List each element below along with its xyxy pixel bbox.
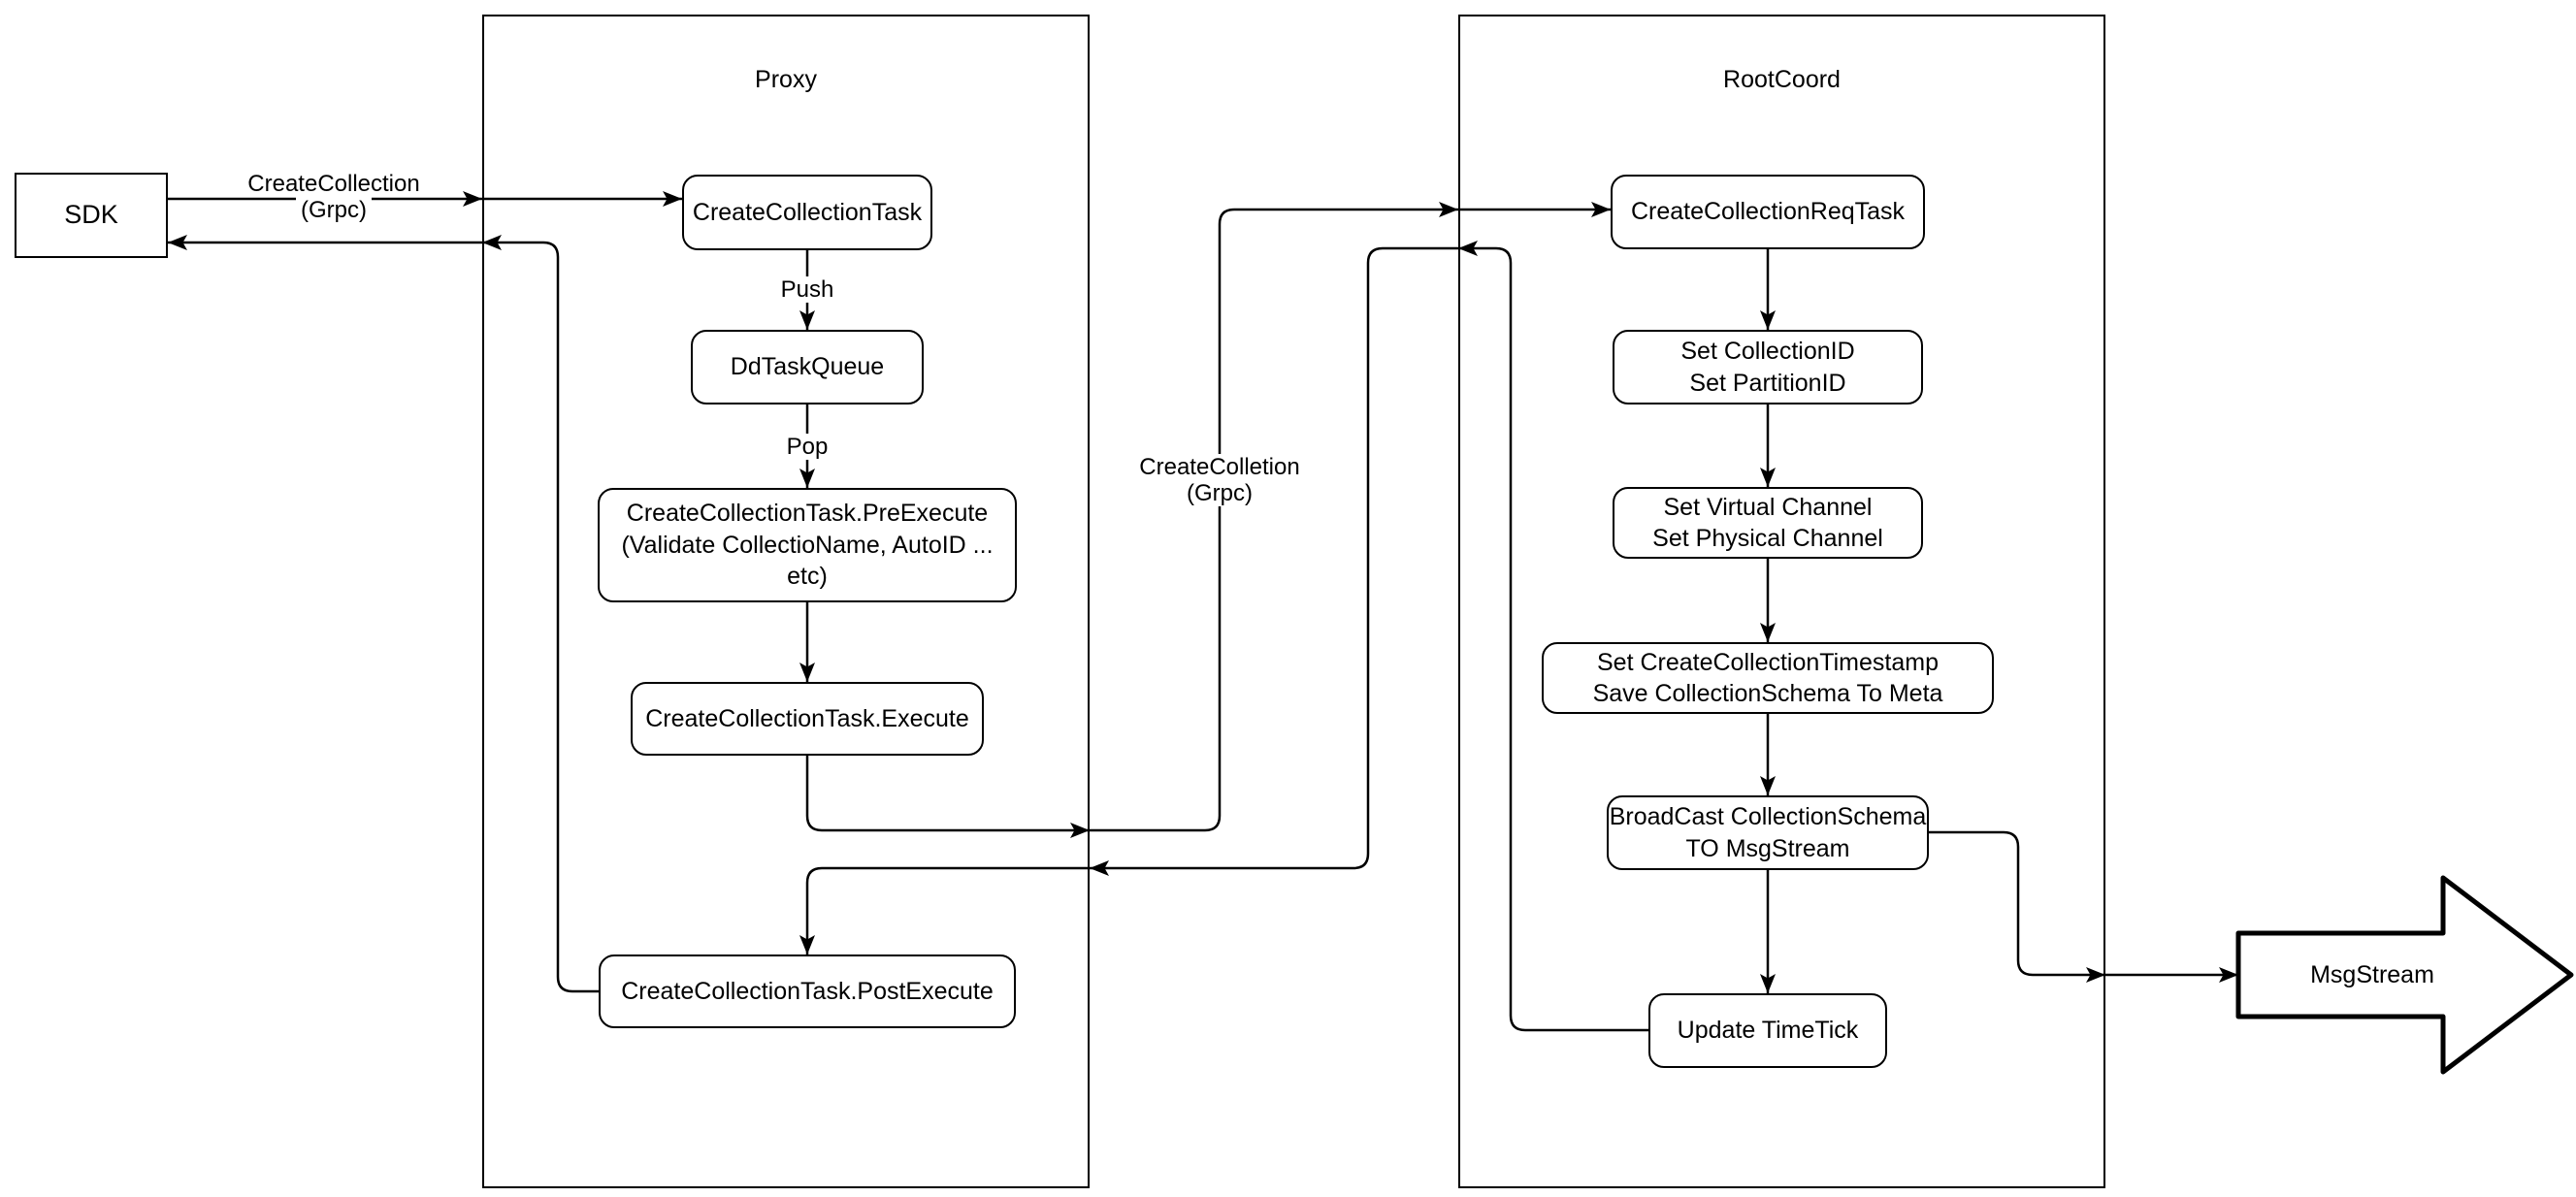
- node-create-collection-task: CreateCollectionTask: [682, 175, 932, 250]
- node-set-timestamp: Set CreateCollectionTimestamp Save Colle…: [1542, 642, 1994, 714]
- rootcoord-container-title: RootCoord: [1723, 66, 1841, 93]
- edge-rootcoord-to-proxy-return: [1090, 246, 1458, 876]
- edge-execute-to-proxy-edge: [805, 756, 1090, 838]
- node-broadcast: BroadCast CollectionSchema TO MsgStream: [1607, 795, 1929, 870]
- node-execute: CreateCollectionTask.Execute: [631, 682, 984, 756]
- node-post-execute: CreateCollectionTask.PostExecute: [599, 954, 1016, 1028]
- node-pre-execute: CreateCollectionTask.PreExecute (Validat…: [598, 488, 1017, 602]
- edge-updatetimetick-to-rootcoord-edge: [1458, 241, 1648, 1032]
- node-set-ids: Set CollectionID Set PartitionID: [1613, 330, 1923, 404]
- edge-broadcast-to-rootcoord-edge: [1929, 830, 2105, 983]
- proxy-container-title: Proxy: [755, 66, 817, 93]
- proxy-container: [482, 15, 1090, 1188]
- node-create-collection-req-task: CreateCollectionReqTask: [1611, 175, 1925, 249]
- label-createcolletion-grpc-proxy-line2: (Grpc): [1182, 480, 1257, 506]
- msgstream-label: MsgStream: [2310, 961, 2434, 988]
- label-createcollection-grpc-sdk: CreateCollection (Grpc): [227, 171, 440, 223]
- edge-proxy-to-rootcoord: [1090, 202, 1458, 832]
- node-sdk: SDK: [15, 173, 168, 258]
- label-pop-text: Pop: [781, 434, 833, 460]
- label-createcollection-grpc-sdk-line1: CreateCollection: [243, 171, 425, 197]
- node-set-channels: Set Virtual Channel Set Physical Channel: [1613, 487, 1923, 559]
- label-pop: Pop: [749, 434, 865, 460]
- label-push-text: Push: [775, 276, 839, 303]
- node-dd-task-queue: DdTaskQueue: [691, 330, 924, 404]
- rootcoord-container: [1458, 15, 2105, 1188]
- label-createcolletion-grpc-proxy: CreateColletion (Grpc): [1113, 454, 1326, 506]
- label-createcolletion-grpc-proxy-line1: CreateColletion: [1134, 454, 1305, 480]
- label-push: Push: [749, 276, 865, 303]
- node-update-timetick: Update TimeTick: [1648, 993, 1887, 1068]
- edge-postexecute-to-proxy-edge: [482, 235, 599, 993]
- edge-proxy-to-postexecute: [799, 866, 1090, 954]
- label-createcollection-grpc-sdk-line2: (Grpc): [296, 197, 372, 223]
- msgstream-arrow-shape: [2235, 875, 2574, 1075]
